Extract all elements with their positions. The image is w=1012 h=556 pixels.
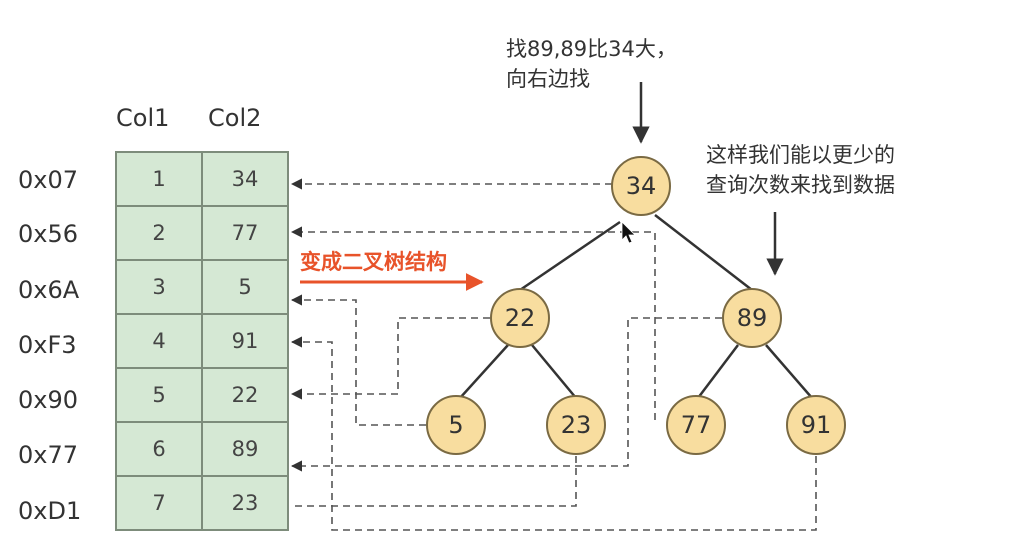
edge-22-23 [531,344,577,399]
link-5 [290,294,426,426]
table-cell-col1: 1 [152,167,166,191]
search-note-line: 找89,89比34大， [506,37,677,61]
table-grid [115,151,289,531]
benefit-note-line: 查询次数来找到数据 [706,173,895,197]
link-22 [290,317,490,400]
tree-node-right-left: 77 [666,395,726,455]
tree-node-right: 89 [722,288,782,348]
table-cell-col2: 77 [231,221,259,245]
tree-node-left-left: 5 [426,395,486,455]
column-header-col2: Col2 [208,104,262,132]
table-cell-col2: 22 [231,383,259,407]
table-cell-col1: 6 [152,437,166,461]
tree-node-left-right: 23 [546,395,606,455]
transform-label: 变成二叉树结构 [300,250,447,274]
address-label: 0x56 [18,220,79,248]
address-label: 0x07 [18,166,79,194]
address-label: 0x6A [18,276,80,304]
address-label: 0xF3 [18,331,77,359]
address-label: 0x90 [18,386,79,414]
address-label: 0x77 [18,441,79,469]
column-header-col1: Col1 [116,104,170,132]
table-cell-col1: 2 [152,221,166,245]
link-91 [290,336,817,531]
tree-node-root: 34 [611,156,671,216]
table-cell-col2: 23 [231,491,259,515]
table-cell-col1: 3 [152,275,166,299]
edge-89-91 [765,344,813,399]
edge-34-89 [654,214,753,291]
edge-89-77 [697,344,739,399]
link-77 [290,226,656,420]
table-cell-col2: 91 [231,329,259,353]
table-cell-col1: 5 [152,383,166,407]
tree-node-right-right: 91 [786,395,846,455]
search-note: 找89,89比34大， 向右边找 [506,34,677,94]
link-23 [290,456,577,507]
benefit-note: 这样我们能以更少的 查询次数来找到数据 [706,140,895,200]
table-cell-col1: 4 [152,329,166,353]
benefit-note-line: 这样我们能以更少的 [706,143,895,167]
mouse-cursor-icon [621,221,636,244]
tree-node-left: 22 [490,288,550,348]
edge-34-22 [519,220,621,292]
table-cell-col2: 34 [231,167,259,191]
search-note-line: 向右边找 [506,67,590,91]
edge-22-5 [459,344,509,399]
link-89 [290,317,722,472]
table-cell-col2: 89 [231,437,259,461]
address-label: 0xD1 [18,497,82,525]
table-cell-col1: 7 [152,491,166,515]
tree-edges [459,214,813,399]
table-cell-col2: 5 [238,275,252,299]
pointer-links [290,178,817,531]
